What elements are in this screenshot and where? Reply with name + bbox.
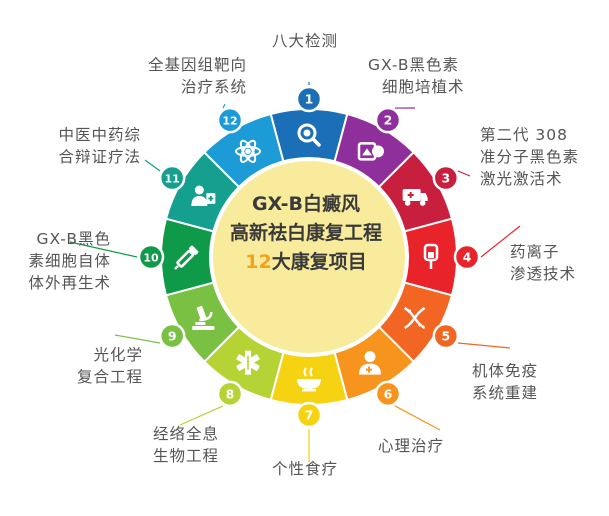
badge-number-11: 11	[165, 173, 180, 186]
center-title-line3-text: 大康复项目	[271, 251, 367, 273]
ambulance-icon	[402, 189, 428, 206]
microscope-icon	[192, 305, 215, 330]
doctor-icon	[359, 351, 381, 375]
badge-number-2: 2	[384, 113, 393, 128]
leader-line-8	[179, 405, 224, 426]
badge-number-7: 7	[305, 408, 314, 423]
label-7: 个性食疗	[272, 458, 338, 480]
label-9: 光化学 复合工程	[77, 344, 143, 388]
badge-number-9: 9	[168, 329, 177, 344]
label-11-line1: 中医中药综	[58, 126, 141, 144]
label-4-line1: 药离子	[510, 243, 560, 261]
badge-11: 11	[158, 164, 186, 192]
label-11-line2: 合辩证疗法	[58, 148, 141, 166]
label-10: GX-B黑色 素细胞自体 体外再生术	[28, 228, 111, 294]
leader-line-9	[114, 334, 161, 344]
center-title-line1: GX-B白癜风	[251, 193, 361, 215]
label-5-line1: 机体免疫	[472, 362, 539, 380]
badge-number-6: 6	[384, 386, 393, 401]
badge-12: 12	[216, 106, 244, 134]
badge-6: 6	[374, 380, 402, 408]
label-9-line1: 光化学	[93, 346, 143, 364]
label-12: 全基因组靶向 治疗系统	[148, 54, 247, 98]
badge-9: 9	[158, 322, 186, 350]
dropper-icon	[174, 245, 199, 270]
leader-line-5	[457, 342, 511, 349]
label-2: GX-B黑色素 细胞培植术	[368, 54, 465, 98]
badge-2: 2	[374, 106, 402, 134]
leader-line-4	[480, 225, 521, 258]
center-title: GX-B白癜风 高新祛白康复工程 12大康复项目	[218, 190, 394, 277]
badge-number-10: 10	[143, 252, 159, 265]
badge-number-8: 8	[226, 386, 235, 401]
label-3-line3: 激光激活术	[480, 170, 563, 188]
badge-number-12: 12	[222, 115, 237, 128]
label-5-line2: 系统重建	[472, 384, 539, 402]
badge-3: 3	[432, 164, 460, 192]
label-8: 经络全息 生物工程	[153, 423, 219, 467]
label-1-line1: 八大检测	[272, 32, 339, 50]
label-5: 机体免疫 系统重建	[472, 360, 538, 404]
atom-icon	[235, 139, 261, 163]
leader-line-10	[69, 241, 138, 258]
label-6: 心理治疗	[378, 435, 444, 457]
badge-10: 10	[137, 243, 165, 271]
badge-number-1: 1	[305, 92, 314, 107]
badge-number-4: 4	[463, 250, 472, 265]
label-9-line2: 复合工程	[76, 368, 143, 386]
label-6-line1: 心理治疗	[378, 437, 445, 455]
label-11: 中医中药综 合辩证疗法	[58, 124, 141, 168]
colored-ring	[158, 106, 460, 408]
label-1: 八大检测	[272, 30, 338, 52]
medical-star-icon	[236, 350, 260, 375]
badge-number-5: 5	[441, 329, 450, 344]
center-count: 12	[245, 251, 272, 273]
label-4: 药离子 渗透技术	[510, 241, 576, 285]
leader-line-6	[394, 405, 441, 431]
label-3-line1: 第二代 308	[480, 126, 569, 144]
label-2-line1: GX-B黑色素	[368, 56, 460, 74]
label-2-line2: 细胞培植术	[382, 78, 465, 96]
badge-1: 1	[295, 85, 323, 113]
label-12-line1: 全基因组靶向	[147, 56, 247, 74]
center-disc	[209, 157, 409, 357]
badge-4: 4	[453, 243, 481, 271]
leader-line-12	[222, 103, 226, 109]
badge-number-3: 3	[441, 171, 450, 186]
center-title-line3: 12大康复项目	[218, 248, 394, 277]
label-12-line2: 治疗系统	[180, 78, 247, 96]
label-10-line1: GX-B黑色	[36, 230, 111, 248]
leader-lines	[69, 82, 521, 462]
label-10-line3: 体外再生术	[28, 274, 111, 292]
dna-icon	[403, 306, 426, 330]
label-10-line2: 素细胞自体	[28, 252, 111, 270]
label-8-line1: 经络全息	[152, 425, 219, 443]
label-7-line1: 个性食疗	[272, 460, 339, 478]
magnifier-face-icon	[297, 123, 321, 147]
iv-drip-icon	[423, 243, 439, 269]
badge-8: 8	[216, 380, 244, 408]
leader-line-3	[457, 170, 471, 177]
label-4-line2: 渗透技术	[510, 265, 577, 283]
label-3: 第二代 308 准分子黑色素 激光激活术	[480, 124, 579, 190]
label-8-line2: 生物工程	[152, 447, 219, 465]
center-title-line2: 高新祛白康复工程	[229, 222, 382, 244]
leader-line-11	[144, 159, 161, 172]
medical-staff-icon	[191, 185, 216, 206]
badge-7: 7	[295, 401, 323, 429]
food-bowl-icon	[297, 367, 321, 392]
microscope-slide-icon	[357, 142, 384, 161]
label-3-line2: 准分子黑色素	[480, 148, 580, 166]
badge-5: 5	[432, 322, 460, 350]
